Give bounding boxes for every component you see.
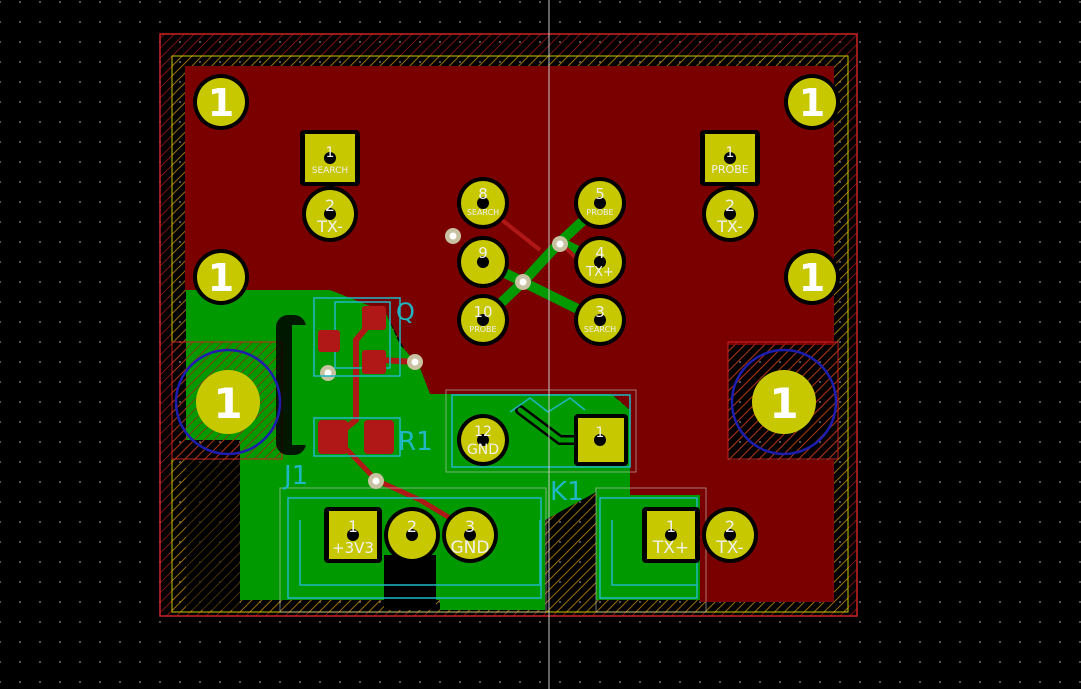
courtyards <box>279 389 707 613</box>
svg-text:TX+: TX+ <box>585 265 614 280</box>
svg-text:+3V3: +3V3 <box>332 539 374 557</box>
svg-text:3: 3 <box>465 517 475 536</box>
svg-text:SEARCH: SEARCH <box>467 208 499 217</box>
mounting-hole-mid-left[interactable]: 1 <box>193 249 249 305</box>
r1-pad-2 <box>364 420 394 454</box>
svg-text:GND: GND <box>467 442 499 458</box>
svg-text:1: 1 <box>596 425 605 441</box>
r1-ref-label: R1 <box>398 427 433 457</box>
svg-text:TX-: TX- <box>716 217 743 236</box>
relay-k1[interactable]: 8 SEARCH 9 10 PROBE 5 PROBE 4 TX+ 3 SEAR… <box>457 177 628 466</box>
relay-pin-5: 5 PROBE <box>574 177 626 229</box>
connector-tx[interactable]: 1 TX+ 2 TX- <box>642 507 758 563</box>
r1-pad-1 <box>318 420 348 454</box>
svg-text:SEARCH: SEARCH <box>312 166 348 176</box>
mounting-holes: 1 1 1 1 1 1 <box>174 74 840 456</box>
connector-j1[interactable]: 1 +3V3 2 3 GND <box>324 507 498 563</box>
svg-text:1: 1 <box>213 379 242 428</box>
relay-pin-4: 4 TX+ <box>574 236 626 288</box>
svg-text:8: 8 <box>478 185 488 203</box>
mount-pad-left[interactable]: 1 <box>174 348 282 456</box>
mounting-hole-mid-right[interactable]: 1 <box>784 249 840 305</box>
svg-text:10: 10 <box>473 303 492 321</box>
q-ref-label: Q <box>396 298 415 326</box>
svg-text:TX+: TX+ <box>652 538 689 558</box>
j1-ref-label: J1 <box>282 461 308 491</box>
svg-text:TX-: TX- <box>316 217 343 236</box>
q-pad-1 <box>318 330 340 352</box>
relay-pin-12: 12 GND <box>457 414 509 466</box>
svg-text:1: 1 <box>726 145 735 161</box>
svg-text:1: 1 <box>208 256 234 300</box>
q-pad-2 <box>362 306 386 330</box>
q-pad-3 <box>362 350 386 374</box>
relay-pin-8: 8 SEARCH <box>457 177 509 229</box>
relay-pin-10: 10 PROBE <box>457 294 509 346</box>
svg-text:PROBE: PROBE <box>711 163 748 176</box>
svg-text:1: 1 <box>208 81 234 125</box>
relay-pin-3: 3 SEARCH <box>574 294 626 346</box>
svg-text:TX-: TX- <box>715 538 743 558</box>
svg-text:1: 1 <box>326 145 335 161</box>
connector-probe[interactable]: 1 PROBE 2 TX- <box>700 130 760 242</box>
svg-text:1: 1 <box>666 517 676 536</box>
svg-text:PROBE: PROBE <box>586 208 613 217</box>
svg-text:1: 1 <box>348 517 358 536</box>
svg-text:1: 1 <box>769 379 798 428</box>
clearances <box>276 315 436 610</box>
k1-ref-label: K1 <box>550 477 584 507</box>
svg-text:2: 2 <box>325 196 335 215</box>
svg-text:5: 5 <box>595 185 605 203</box>
mount-pad-right[interactable]: 1 <box>730 348 838 456</box>
svg-text:2: 2 <box>725 517 735 536</box>
relay-pin-9: 9 <box>457 236 509 288</box>
vias <box>320 228 568 489</box>
svg-text:9: 9 <box>478 244 488 262</box>
smd-pads[interactable] <box>318 306 394 454</box>
mounting-hole-top-right[interactable]: 1 <box>784 74 840 130</box>
connector-search[interactable]: 1 SEARCH 2 TX- <box>300 130 360 242</box>
svg-text:4: 4 <box>595 244 605 262</box>
relay-pin-1: 1 <box>574 414 628 466</box>
svg-text:1: 1 <box>799 81 825 125</box>
svg-text:GND: GND <box>451 538 490 558</box>
svg-text:2: 2 <box>407 517 417 536</box>
svg-text:SEARCH: SEARCH <box>584 325 616 334</box>
svg-text:2: 2 <box>725 196 735 215</box>
mounting-hole-top-left[interactable]: 1 <box>193 74 249 130</box>
svg-text:PROBE: PROBE <box>469 325 496 334</box>
svg-text:3: 3 <box>595 303 605 321</box>
svg-text:1: 1 <box>799 256 825 300</box>
svg-text:12: 12 <box>474 424 492 440</box>
